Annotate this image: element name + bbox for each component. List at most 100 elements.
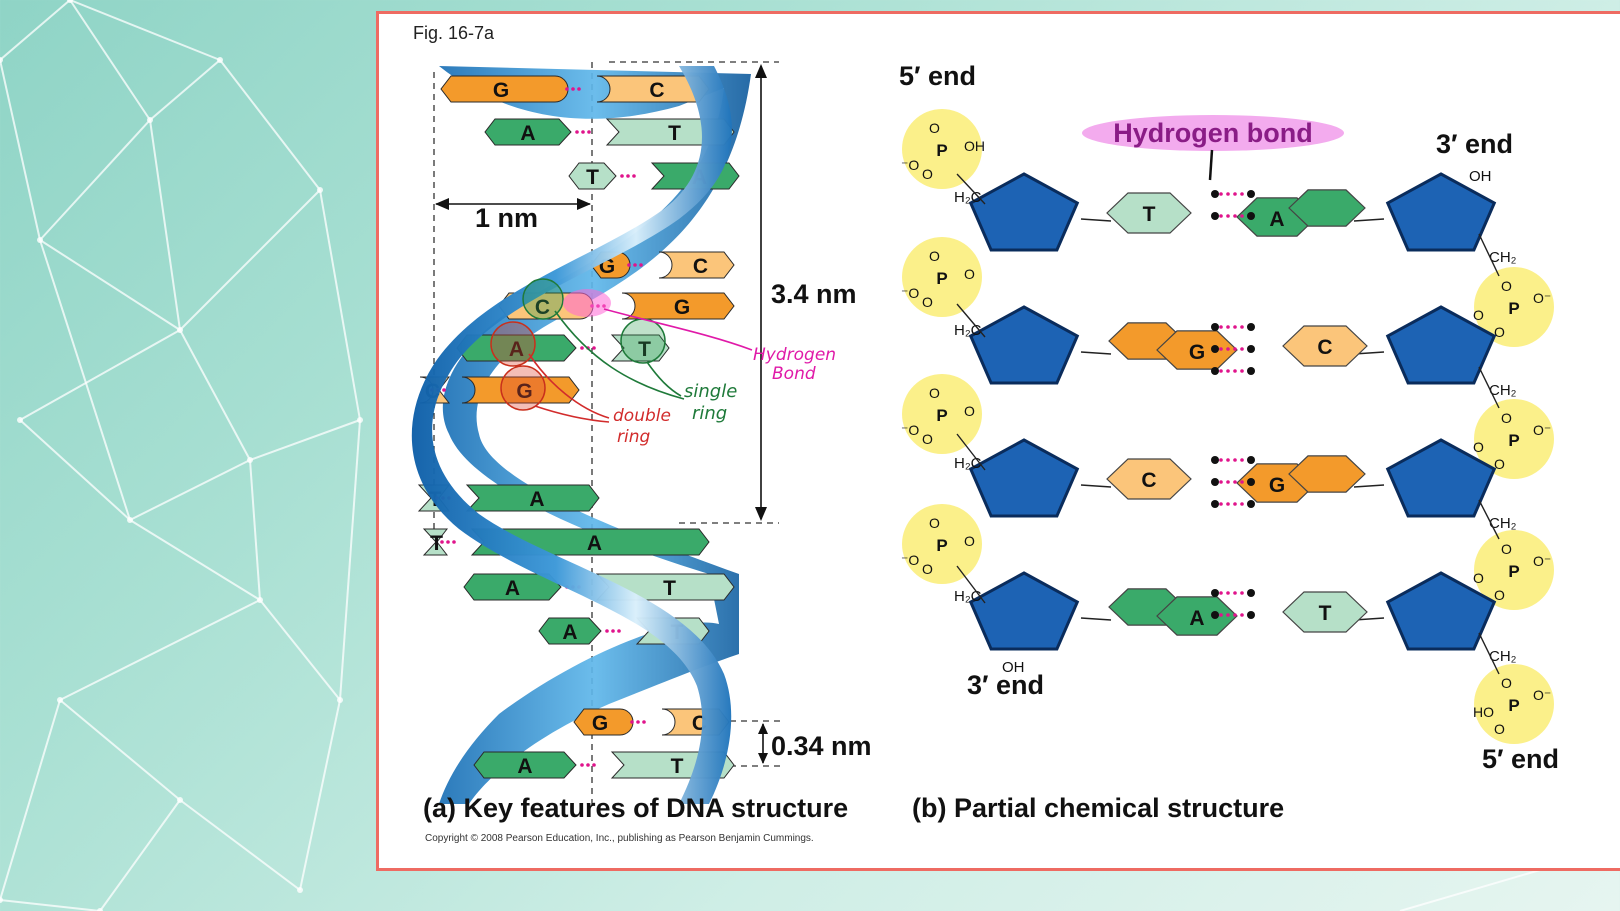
background-node-13 <box>357 417 363 423</box>
phosphate-left-ominus-2: ⁻O <box>901 422 919 438</box>
strand-link-right-0 <box>1478 233 1500 277</box>
three-prime-bottom-label: 3′ end <box>967 670 1044 700</box>
phosphorus-left-3: P <box>936 536 947 555</box>
highlight-hydrogen-bond <box>563 289 611 317</box>
glycosidic-left-0 <box>1080 218 1112 222</box>
background-line-13 <box>179 189 321 331</box>
background-line-25 <box>0 59 41 241</box>
phosphorus-left-2: P <box>936 406 947 425</box>
chem-hbond-3-0-1 <box>1226 591 1230 595</box>
base-2-left <box>568 162 617 190</box>
hbond-dot-3-0 <box>627 263 631 267</box>
chem-hbond-1-2-2 <box>1233 369 1237 373</box>
rise-label: 0.34 nm <box>771 731 872 761</box>
base-5-left-letter: A <box>509 338 524 361</box>
phosphorus-right-0: P <box>1508 299 1519 318</box>
chem-hbond-0-1-3 <box>1240 214 1244 218</box>
hbond-dot-11-1 <box>636 720 640 724</box>
strand-link-left-1 <box>956 303 986 338</box>
phosphate-oxygen-bottom-right-2: O <box>1494 587 1505 603</box>
phosphorus-left-1: P <box>936 269 947 288</box>
background-line-11 <box>149 59 221 121</box>
hydrogen-bond-pointer <box>1208 149 1214 181</box>
phosphate-left-1 <box>902 237 982 317</box>
phosphate-left-ominus-1: ⁻O <box>901 285 919 301</box>
phosphate-oxygen-top-left-1: O <box>929 248 940 264</box>
base-right-letter-0: A <box>1269 208 1284 231</box>
background-node-1 <box>67 0 73 3</box>
chem-hbond-2-2-0 <box>1219 502 1223 506</box>
background-line-16 <box>249 459 261 601</box>
base-4-right <box>621 292 735 320</box>
ch2-right-3: CH₂ <box>1489 648 1517 665</box>
background-node-2 <box>147 117 153 123</box>
annotation-single-line2: ring <box>692 403 727 424</box>
glycosidic-right-2 <box>1353 484 1385 488</box>
hbond-dot-11-2 <box>642 720 646 724</box>
background-node-14 <box>337 697 343 703</box>
hydrogen-bond-label: Hydrogen bond <box>1113 118 1312 148</box>
chem-hbond-2-2-3 <box>1240 502 1244 506</box>
hbond-dot-3-1 <box>633 263 637 267</box>
panel-b-chemical-structure: Hydrogen bond 5′ end 3′ end 3′ end 5′ en… <box>899 61 1559 823</box>
chem-hbond-2-1-3 <box>1240 480 1244 484</box>
base-0-right-letter: C <box>649 79 664 102</box>
base-7-right-letter: A <box>529 488 544 511</box>
strand-link-right-3 <box>1478 632 1500 675</box>
background-line-26 <box>179 329 251 461</box>
background-line-7 <box>59 599 261 701</box>
hbond-dot-2-0 <box>620 174 624 178</box>
background-line-8 <box>59 699 181 801</box>
turn-label: 3.4 nm <box>771 279 857 309</box>
sugar-right-3 <box>1385 571 1497 651</box>
width-label: 1 nm <box>475 203 538 233</box>
background-line-24 <box>129 459 251 521</box>
width-arrow-head-left <box>435 198 449 210</box>
background-node-12 <box>317 187 323 193</box>
hbond-dot-1-0 <box>575 130 579 134</box>
hbond-dot-0-1 <box>571 87 575 91</box>
annotation-pointer-double-ring <box>528 353 610 423</box>
phosphate-right-0 <box>1474 267 1554 347</box>
base-2-left-letter: T <box>586 166 599 189</box>
top-3prime-oh: OH <box>1469 168 1492 185</box>
base-right-ring-3 <box>1282 591 1368 633</box>
annotation-pointer-hydrogen <box>603 308 753 351</box>
phosphate-left-3 <box>902 504 982 584</box>
phosphorus-right-1: P <box>1508 431 1519 450</box>
glycosidic-left-3 <box>1080 617 1112 621</box>
hbond-dot-12-0 <box>580 763 584 767</box>
hbond-dot-8-1 <box>446 540 450 544</box>
base-6-right <box>461 376 580 404</box>
phosphate-oxygen-top-right-3: O <box>1501 675 1512 691</box>
base-left-ring-2 <box>1106 458 1192 500</box>
base-0-left <box>440 75 569 103</box>
hbond-dot-10-2 <box>617 629 621 633</box>
base-left-letter-3: A <box>1189 607 1204 630</box>
sugar-left-1 <box>968 305 1080 385</box>
background-line-23 <box>39 239 131 521</box>
chem-hbond-2-1-1 <box>1226 480 1230 484</box>
background-line-20 <box>0 899 101 911</box>
phosphate-oxygen-bottom-right-0: O <box>1494 324 1505 340</box>
highlight-a-double-ring <box>490 321 536 367</box>
chem-hbond-1-2-1 <box>1226 369 1230 373</box>
hbond-acceptor-3-1 <box>1247 611 1255 619</box>
background-node-11 <box>217 57 223 63</box>
chem-hbond-2-2-1 <box>1226 502 1230 506</box>
chem-hbond-3-0-3 <box>1240 591 1244 595</box>
hbond-dot-1-2 <box>587 130 591 134</box>
phosphate-left-oh-1: O <box>964 266 975 282</box>
base-4-left-letter: C <box>535 296 550 319</box>
chem-hbond-3-1-2 <box>1233 613 1237 617</box>
hbond-donor-2-0 <box>1211 456 1219 464</box>
hbond-dot-10-1 <box>611 629 615 633</box>
width-arrow-head-right <box>577 198 591 210</box>
phosphate-left-oh-3: O <box>964 533 975 549</box>
base-left-letter-1: G <box>1189 341 1205 364</box>
chem-hbond-0-1-1 <box>1226 214 1230 218</box>
background-line-5 <box>19 419 131 521</box>
hbond-dot-5-0 <box>580 346 584 350</box>
phosphate-left-ominus-0: ⁻O <box>901 157 919 173</box>
